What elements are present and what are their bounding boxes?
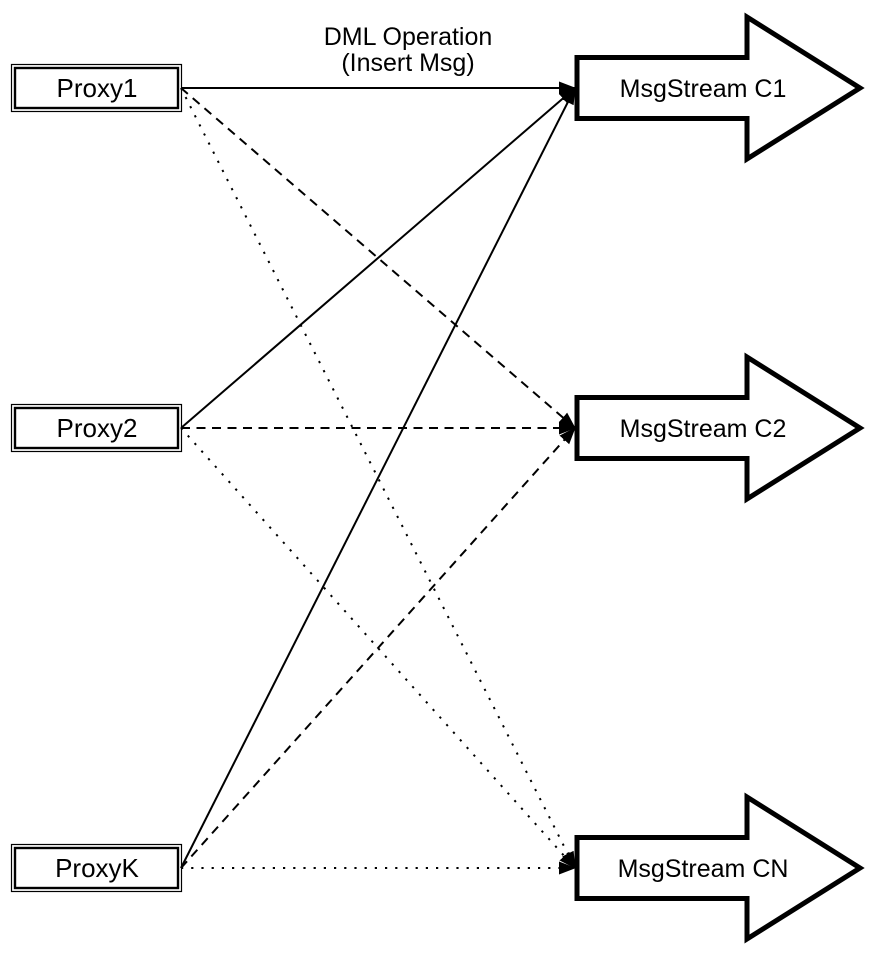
proxy2-box [13, 406, 180, 450]
proxy2-box-outline [10, 403, 183, 453]
proxyk-node: ProxyK [10, 843, 183, 893]
proxy2-label: Proxy2 [57, 413, 138, 443]
edge-proxyk-c2-dashed [180, 427, 576, 869]
proxy1-node: Proxy1 [10, 63, 183, 113]
msgstream-c2-label: MsgStream C2 [620, 415, 787, 443]
msgstream-c2-node: MsgStream C2 [574, 352, 865, 504]
msgstream-cn-arrow-shape [574, 792, 865, 944]
dml-operation-label-line1: DML Operation [324, 23, 493, 51]
msgstream-cn-node: MsgStream CN [574, 792, 865, 944]
proxy2-node: Proxy2 [10, 403, 183, 453]
msgstream-c1-arrow-shape [574, 12, 865, 164]
dml-operation-label-line2: (Insert Msg) [341, 49, 474, 77]
edge-proxy2-c1-solid [180, 87, 576, 429]
edges-layer [180, 81, 576, 875]
msgstream-c2-arrow-shape [574, 352, 865, 504]
proxy1-box-outline [10, 63, 183, 113]
proxyk-box-outline [10, 843, 183, 893]
msgstream-c1-label: MsgStream C1 [620, 75, 787, 103]
msgstream-c1-node: MsgStream C1 [574, 12, 865, 164]
proxyk-label: ProxyK [55, 853, 139, 883]
msgstream-cn-label: MsgStream CN [618, 855, 789, 883]
proxyk-box [13, 846, 180, 890]
edge-proxyk-c1-solid [180, 87, 576, 869]
proxy1-label: Proxy1 [57, 73, 138, 103]
proxy1-box [13, 66, 180, 110]
